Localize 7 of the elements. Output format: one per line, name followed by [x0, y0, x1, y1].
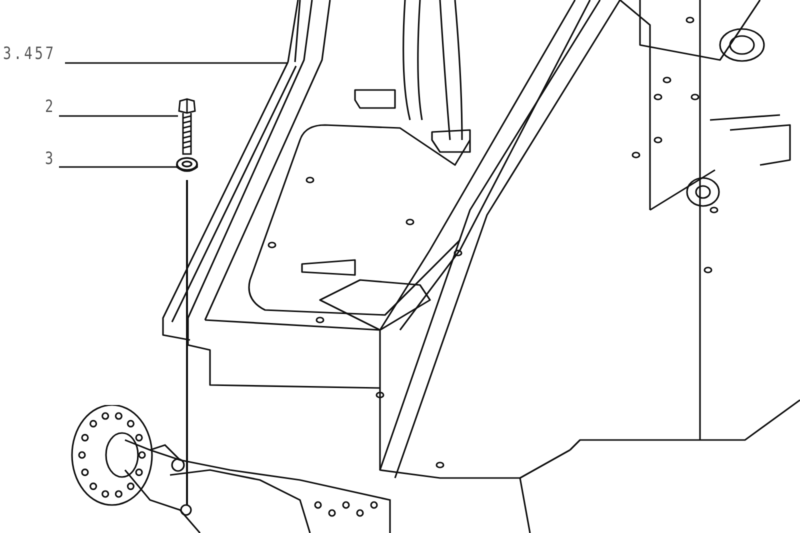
callout-number: 3 — [45, 149, 56, 169]
callout-number: 3.457 — [3, 44, 56, 64]
washer-drawing — [175, 156, 199, 174]
callout-number: 2 — [45, 97, 56, 117]
leader-line — [65, 62, 288, 64]
leader-line — [59, 166, 177, 168]
leader-line — [59, 115, 178, 117]
